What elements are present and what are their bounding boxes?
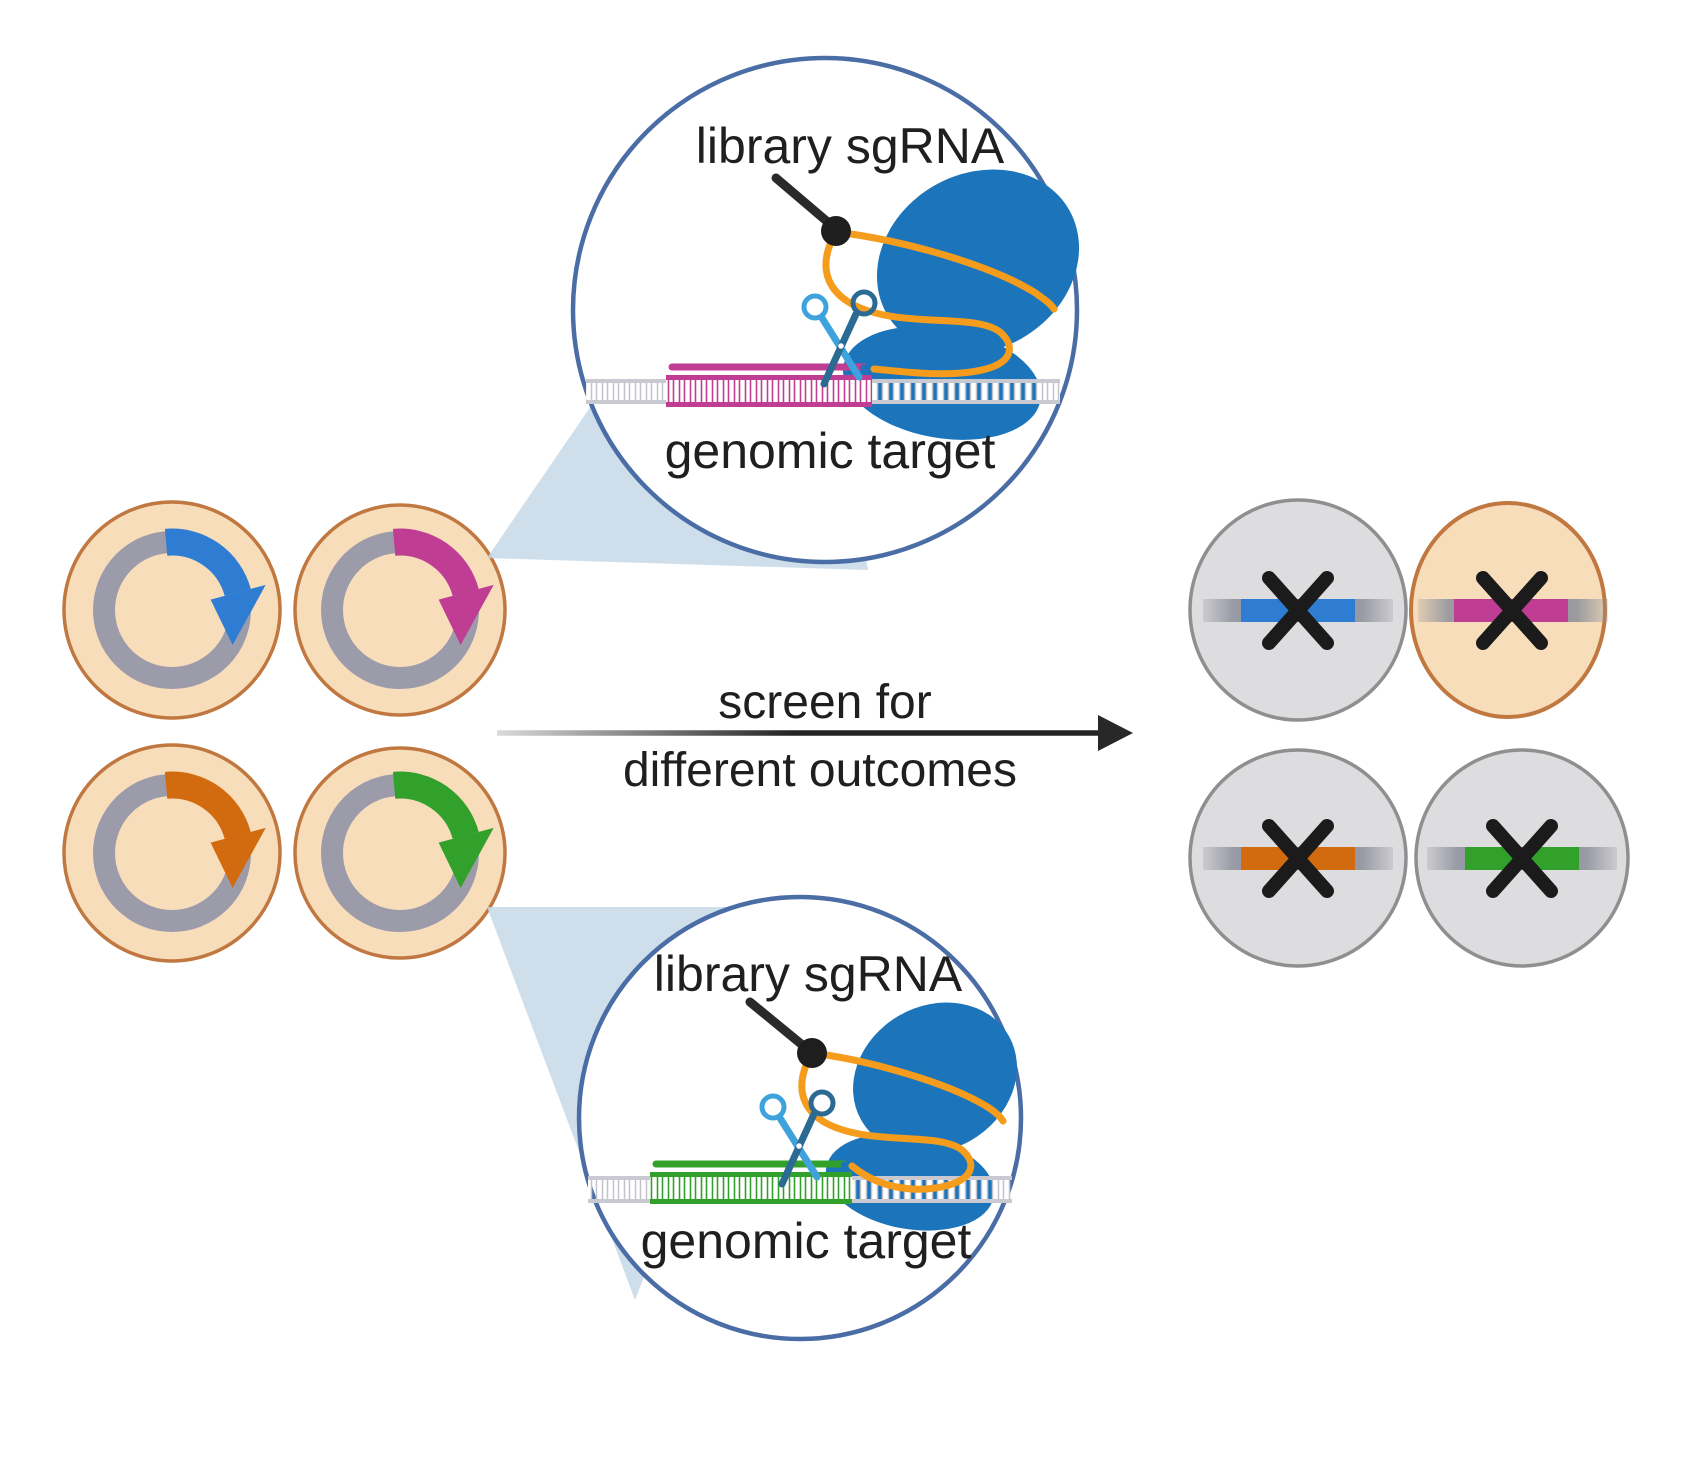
guide-insert-arc — [164, 771, 251, 840]
plasmid-cell-magenta — [293, 503, 507, 717]
target-section-rungs — [666, 378, 872, 404]
outcome-cell-orange — [1188, 748, 1408, 968]
scissors-pivot — [838, 343, 844, 349]
label-library-sgrna: library sgRNA — [654, 946, 963, 1002]
plasmid-cell-blue — [62, 500, 282, 720]
outcome-cell-blue — [1188, 498, 1408, 722]
target-section-rungs — [650, 1175, 852, 1201]
library-plasmid-cells — [62, 500, 507, 963]
knockout-x-icon — [1262, 819, 1334, 898]
dna-ladder — [588, 1160, 1012, 1204]
guide-insert-arrowhead — [438, 584, 494, 645]
label-library-sgrna: library sgRNA — [696, 118, 1005, 174]
guide-insert-arc — [392, 771, 479, 840]
guide-insert-arc — [392, 528, 479, 597]
zoom-view-top: library sgRNA genomic target — [570, 55, 1080, 565]
guide-insert-arrowhead — [210, 584, 266, 645]
sgrna-pointer — [771, 173, 851, 246]
guide-insert-arrowhead — [438, 827, 494, 888]
sgrna-strand — [798, 1049, 1007, 1193]
knockout-x-icon — [1486, 819, 1558, 898]
dna-ladder — [586, 363, 1060, 407]
arrow-label-line1: screen for — [718, 676, 931, 729]
screen-arrow: screen for different outcomes — [497, 676, 1133, 797]
scissors-icon — [801, 289, 878, 388]
arrow-label-line2: different outcomes — [623, 744, 1017, 797]
scissors-icon — [759, 1089, 836, 1188]
plasmid-cell-orange — [62, 743, 282, 963]
plasmid-cell-green — [293, 746, 507, 960]
guide-insert-arc — [164, 528, 251, 597]
outcome-cell-green — [1414, 748, 1630, 968]
sgrna-strand — [822, 228, 1058, 378]
label-genomic-target: genomic target — [641, 1213, 972, 1269]
outcome-cell-magenta — [1409, 501, 1608, 719]
outcome-cells — [1188, 498, 1630, 968]
knockout-x-icon — [1476, 571, 1548, 650]
zoom-view-bottom: library sgRNA genomic target — [576, 894, 1024, 1342]
knockout-x-icon — [1262, 571, 1334, 650]
guide-insert-arrowhead — [210, 827, 266, 888]
scissors-pivot — [796, 1143, 802, 1149]
sgrna-pointer — [745, 997, 827, 1068]
label-genomic-target: genomic target — [665, 423, 996, 479]
arrow-head — [1098, 715, 1133, 751]
